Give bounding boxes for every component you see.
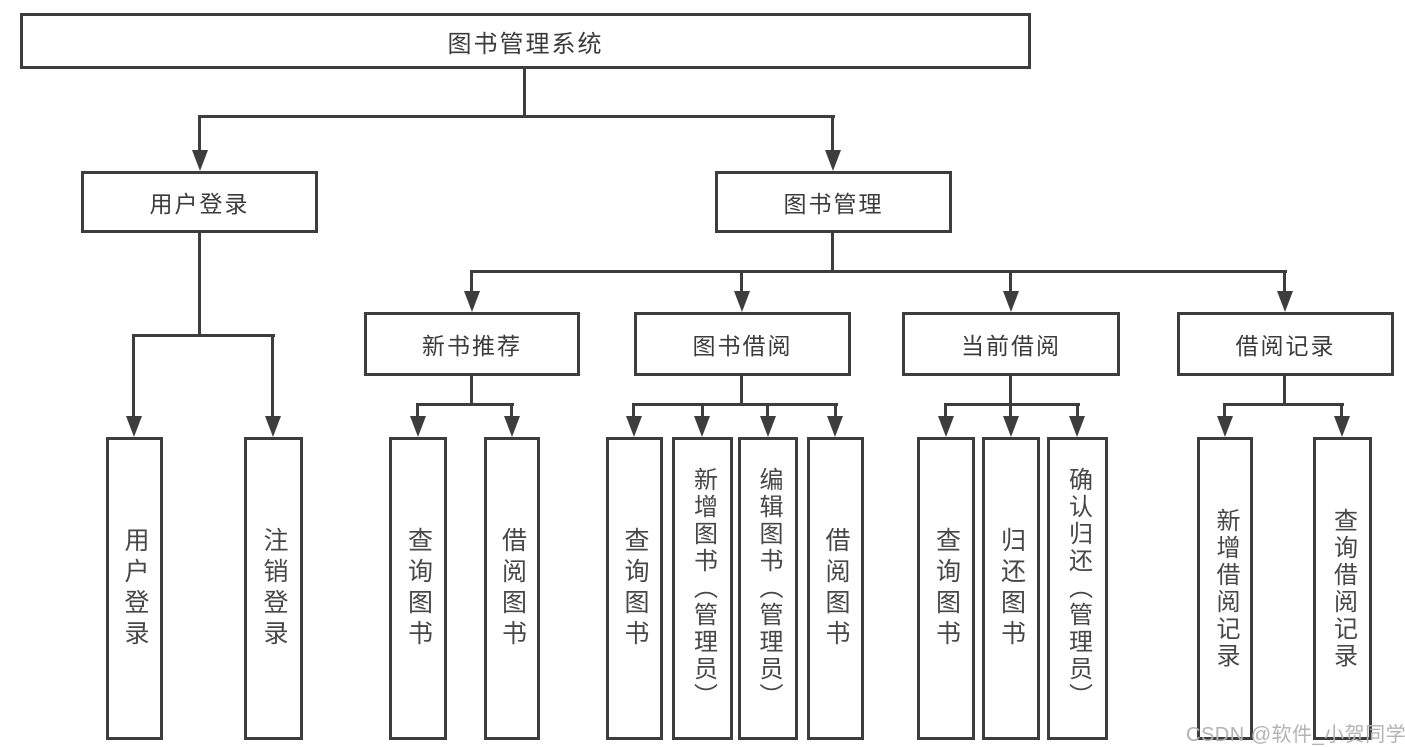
node-label: 查询图书: [932, 526, 961, 651]
connector-line: [944, 403, 1080, 406]
connector-line: [1283, 270, 1286, 293]
arrow-down-icon: [192, 150, 208, 171]
node-label: 图书管理: [783, 191, 884, 217]
leaf-add-book-admin: 新增图书（管理员）: [672, 437, 733, 740]
leaf-query-books: 查询图书: [606, 437, 663, 740]
leaf-confirm-return-admin: 确认归还（管理员）: [1047, 437, 1108, 740]
leaf-query-books: 查询图书: [917, 437, 975, 740]
arrow-down-icon: [265, 416, 281, 437]
arrow-down-icon: [126, 416, 142, 437]
arrow-down-icon: [1003, 416, 1019, 437]
node-label: 当前借阅: [961, 333, 1061, 359]
node-label: 图书借阅: [692, 333, 793, 359]
node-borrow-records: 借阅记录: [1177, 312, 1394, 376]
node-label: 新增借阅记录: [1212, 507, 1239, 670]
connector-line: [834, 403, 837, 418]
connector-line: [740, 270, 743, 293]
connector-line: [701, 403, 704, 418]
connector-line: [632, 403, 635, 418]
connector-line: [198, 115, 201, 153]
node-label: 查询图书: [404, 526, 433, 651]
connector-line: [416, 403, 514, 406]
node-new-book-recommendation: 新书推荐: [364, 312, 580, 376]
arrow-down-icon: [1334, 416, 1350, 437]
leaf-user-login: 用户登录: [106, 437, 163, 740]
leaf-logout: 注销登录: [244, 437, 303, 740]
arrow-down-icon: [1069, 416, 1085, 437]
arrow-down-icon: [760, 416, 776, 437]
leaf-add-borrow-record: 新增借阅记录: [1197, 437, 1253, 740]
connector-line: [132, 334, 135, 418]
connector-line: [470, 270, 473, 293]
connector-line: [831, 233, 834, 273]
connector-line: [198, 233, 201, 337]
node-user-login: 用户登录: [81, 171, 318, 233]
csdn-watermark: CSDN @软件_小贺同学: [1186, 724, 1405, 746]
connector-line: [1009, 376, 1012, 406]
arrow-down-icon: [1277, 291, 1293, 312]
node-label: 确认归还（管理员）: [1064, 467, 1092, 710]
connector-line: [416, 403, 419, 418]
connector-line: [944, 403, 947, 418]
connector-line: [271, 334, 274, 418]
arrow-down-icon: [504, 416, 520, 437]
arrow-down-icon: [734, 291, 750, 312]
arrow-down-icon: [464, 291, 480, 312]
node-label: 归还图书: [997, 526, 1026, 651]
connector-line: [1076, 403, 1079, 418]
leaf-borrow-books: 借阅图书: [484, 437, 540, 740]
node-book-borrowing: 图书借阅: [634, 312, 851, 376]
node-label: 编辑图书（管理员）: [755, 467, 782, 710]
leaf-query-borrow-record: 查询借阅记录: [1313, 437, 1372, 740]
connector-line: [470, 376, 473, 406]
arrow-down-icon: [825, 150, 841, 171]
node-label: 查询图书: [621, 526, 649, 651]
connector-line: [1009, 403, 1012, 418]
connector-line: [1283, 376, 1286, 406]
node-label: 用户登录: [121, 526, 149, 651]
node-label: 图书管理系统: [447, 30, 604, 58]
node-current-borrowing: 当前借阅: [902, 312, 1120, 376]
node-book-management: 图书管理: [715, 171, 952, 233]
connector-line: [831, 115, 834, 153]
connector-line: [632, 403, 838, 406]
node-label: 新书推荐: [422, 333, 522, 359]
connector-line: [523, 69, 526, 118]
connector-line: [740, 376, 743, 406]
node-label: 查询借阅记录: [1329, 507, 1357, 670]
leaf-query-books: 查询图书: [389, 437, 447, 740]
connector-line: [1009, 270, 1012, 293]
node-label: 用户登录: [149, 191, 250, 217]
connector-line: [1223, 403, 1226, 418]
leaf-edit-book-admin: 编辑图书（管理员）: [738, 437, 798, 740]
connector-line: [766, 403, 769, 418]
connector-line: [132, 334, 275, 337]
arrow-down-icon: [626, 416, 642, 437]
connector-line: [470, 270, 1287, 273]
node-label: 借阅记录: [1235, 333, 1336, 359]
node-label: 借阅图书: [498, 526, 527, 651]
node-label: 新增图书（管理员）: [689, 467, 717, 710]
connector-line: [1223, 403, 1344, 406]
leaf-return-books: 归还图书: [982, 437, 1040, 740]
arrow-down-icon: [410, 416, 426, 437]
connector-line: [510, 403, 513, 418]
node-label: 注销登录: [260, 526, 288, 651]
connector-line: [1340, 403, 1343, 418]
arrow-down-icon: [1217, 416, 1233, 437]
arrow-down-icon: [827, 416, 843, 437]
arrow-down-icon: [938, 416, 954, 437]
arrow-down-icon: [694, 416, 710, 437]
leaf-borrow-books: 借阅图书: [807, 437, 864, 740]
connector-line: [198, 115, 835, 118]
node-library-management-system: 图书管理系统: [20, 13, 1031, 69]
node-label: 借阅图书: [822, 526, 850, 651]
arrow-down-icon: [1003, 291, 1019, 312]
